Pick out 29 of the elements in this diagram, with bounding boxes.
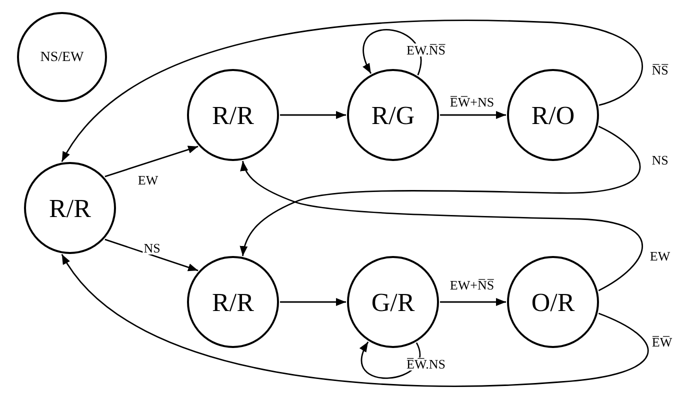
edge-label: EW+N̅S̅ — [448, 278, 496, 292]
arrow — [280, 298, 346, 306]
arrow — [440, 111, 506, 119]
arrow — [104, 238, 198, 272]
edge-label: N̅S̅ — [650, 64, 670, 76]
state-label: R/G — [371, 100, 415, 132]
state-label: O/R — [531, 286, 575, 318]
arrow — [61, 20, 643, 162]
edge-label: EW.N̅S̅ — [406, 44, 446, 56]
arrow — [240, 160, 643, 292]
arrow — [240, 126, 641, 256]
edge-label: E̅W̅.NS — [406, 358, 446, 370]
arrow — [280, 111, 346, 119]
edge-label: NS — [650, 154, 670, 166]
state-label: G/R — [371, 286, 415, 318]
state-label: R/R — [212, 100, 254, 132]
edge-label: NS — [142, 242, 162, 254]
edge-label: EW — [648, 250, 672, 262]
edge-label: E̅W̅ — [650, 336, 674, 348]
arrow — [104, 146, 198, 178]
arrow — [362, 29, 422, 76]
state-label: R/R — [212, 286, 254, 318]
arrow — [61, 254, 648, 387]
state-label: NS/EW — [40, 48, 84, 66]
edge-label: EW — [136, 174, 160, 186]
arrow — [440, 298, 506, 306]
state-label: R/O — [531, 100, 575, 132]
state-label: R/R — [49, 192, 91, 224]
edge-label: E̅W̅+NS — [448, 96, 496, 108]
